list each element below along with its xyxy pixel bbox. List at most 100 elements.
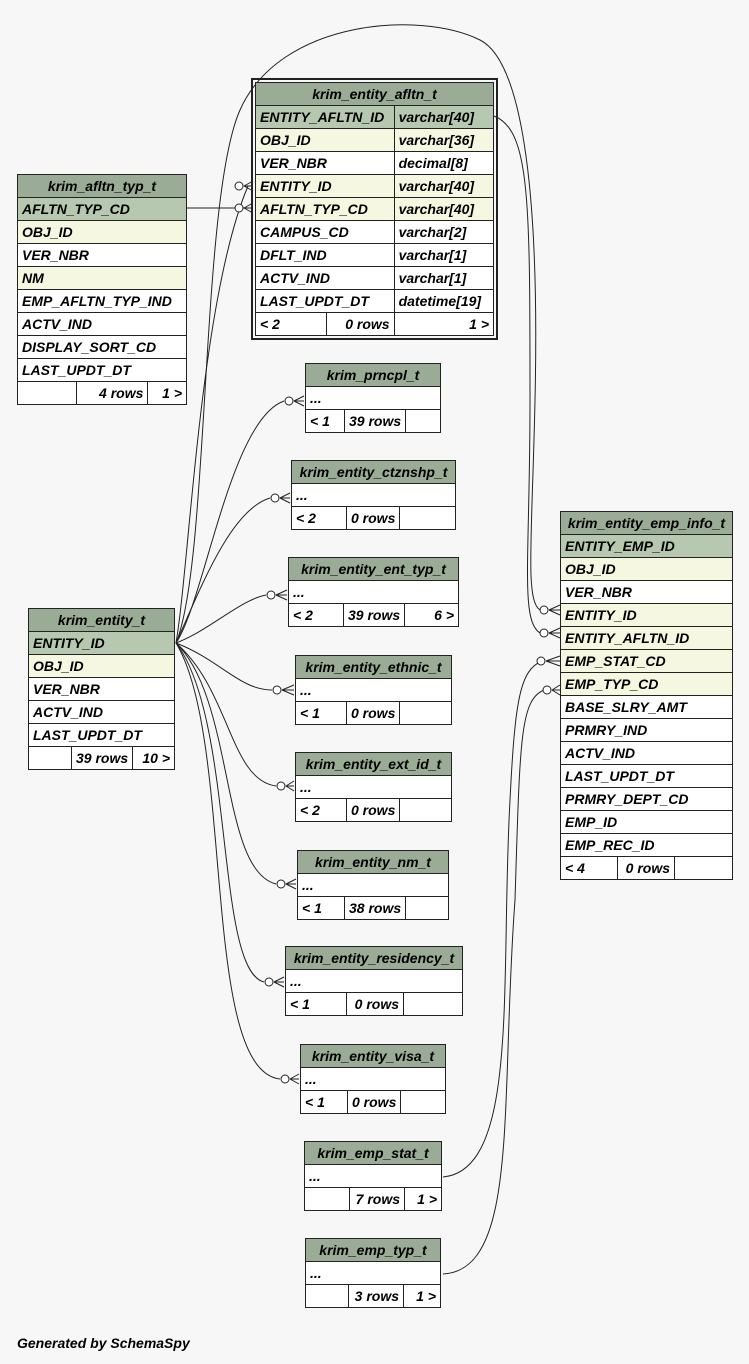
table-title[interactable]: krim_entity_ext_id_t <box>295 752 452 776</box>
collapsed-columns: ... <box>304 1164 442 1188</box>
column-name: EMP_AFLTN_TYP_IND <box>17 289 187 313</box>
collapsed-columns: ... <box>285 969 463 993</box>
edge-entity-to-ext-id <box>175 642 277 787</box>
children-link[interactable]: 1 > <box>393 312 495 336</box>
row-count: 38 rows <box>343 896 407 920</box>
table-title[interactable]: krim_entity_ctznshp_t <box>291 460 456 484</box>
parents-link[interactable]: < 2 <box>288 603 344 627</box>
parents-link[interactable]: < 1 <box>285 992 347 1016</box>
children-link[interactable] <box>403 992 463 1016</box>
collapsed-columns: ... <box>297 873 449 897</box>
parents-link[interactable]: < 1 <box>300 1090 348 1114</box>
table-title[interactable]: krim_emp_typ_t <box>305 1238 441 1262</box>
generated-by-footer[interactable]: Generated by SchemaSpy <box>17 1335 190 1351</box>
table-krim-entity-residency-t[interactable]: krim_entity_residency_t ... < 1 0 rows <box>285 946 463 1016</box>
table-title[interactable]: krim_prncpl_t <box>305 363 441 387</box>
children-link[interactable]: 10 > <box>132 746 175 770</box>
column-name: EMP_STAT_CD <box>560 649 733 673</box>
column-type: decimal[8] <box>393 151 495 175</box>
column-name: VER_NBR <box>560 580 733 604</box>
parents-link[interactable] <box>305 1284 349 1308</box>
parents-link[interactable]: < 2 <box>295 798 347 822</box>
endpoint-circle <box>234 181 244 191</box>
children-link[interactable]: 1 > <box>404 1187 442 1211</box>
column-type: datetime[19] <box>393 289 495 313</box>
column-name: EMP_REC_ID <box>560 833 733 857</box>
children-link[interactable] <box>405 896 449 920</box>
table-title[interactable]: krim_afltn_typ_t <box>17 174 187 198</box>
row-count: 3 rows <box>348 1284 404 1308</box>
table-title[interactable]: krim_entity_residency_t <box>285 946 463 970</box>
parents-link[interactable]: < 1 <box>297 896 345 920</box>
children-link[interactable] <box>399 798 452 822</box>
table-krim-entity-ctznshp-t[interactable]: krim_entity_ctznshp_t ... < 2 0 rows <box>291 460 456 530</box>
column-name: AFLTN_TYP_CD <box>17 197 187 221</box>
table-title[interactable]: krim_emp_stat_t <box>304 1141 442 1165</box>
endpoint-circle <box>270 493 280 503</box>
table-title[interactable]: krim_entity_ent_typ_t <box>288 557 459 581</box>
table-krim-entity-ext-id-t[interactable]: krim_entity_ext_id_t ... < 2 0 rows <box>295 752 452 822</box>
row-count: 39 rows <box>342 603 406 627</box>
endpoint-circle <box>284 396 294 406</box>
column-name: PRMRY_DEPT_CD <box>560 787 733 811</box>
table-title[interactable]: krim_entity_ethnic_t <box>295 655 452 679</box>
table-title[interactable]: krim_entity_t <box>28 608 175 632</box>
table-krim-entity-ent-typ-t[interactable]: krim_entity_ent_typ_t ... < 2 39 rows 6 … <box>288 557 459 627</box>
children-link[interactable] <box>405 409 441 433</box>
row-count: 39 rows <box>70 746 134 770</box>
endpoint-circle <box>266 590 276 600</box>
parents-link[interactable] <box>17 381 77 405</box>
table-krim-emp-stat-t[interactable]: krim_emp_stat_t ... 7 rows 1 > <box>304 1141 442 1211</box>
table-krim-prncpl-t[interactable]: krim_prncpl_t ... < 1 39 rows <box>305 363 441 433</box>
table-krim-afltn-typ-t[interactable]: krim_afltn_typ_t AFLTN_TYP_CD OBJ_ID VER… <box>17 174 187 405</box>
table-title[interactable]: krim_entity_nm_t <box>297 850 449 874</box>
column-name: VER_NBR <box>17 243 187 267</box>
edge-afltn-to-emp-info <box>493 115 541 634</box>
table-title[interactable]: krim_entity_afltn_t <box>255 82 494 106</box>
column-type: varchar[1] <box>393 266 495 290</box>
column-name: EMP_TYP_CD <box>560 672 733 696</box>
children-link[interactable] <box>400 1090 446 1114</box>
edge-emp-stat-to-emp-info <box>442 660 543 1178</box>
table-krim-entity-t[interactable]: krim_entity_t ENTITY_ID OBJ_ID VER_NBR A… <box>28 608 175 770</box>
table-title[interactable]: krim_entity_emp_info_t <box>560 511 733 535</box>
column-type: varchar[40] <box>393 174 495 198</box>
column-name: ENTITY_EMP_ID <box>560 534 733 558</box>
endpoint-circle <box>280 1074 290 1084</box>
children-link[interactable]: 1 > <box>147 381 187 405</box>
table-krim-entity-emp-info-t[interactable]: krim_entity_emp_info_t ENTITY_EMP_ID OBJ… <box>560 511 733 880</box>
collapsed-columns: ... <box>305 386 441 410</box>
column-type: varchar[2] <box>393 220 495 244</box>
collapsed-columns: ... <box>291 483 456 507</box>
children-link[interactable] <box>399 506 456 530</box>
edge-entity-to-nm <box>175 642 277 885</box>
table-krim-emp-typ-t[interactable]: krim_emp_typ_t ... 3 rows 1 > <box>305 1238 441 1308</box>
children-link[interactable] <box>399 701 452 725</box>
row-count: 0 rows <box>345 701 401 725</box>
children-link[interactable]: 6 > <box>404 603 459 627</box>
children-link[interactable] <box>674 856 733 880</box>
column-type: varchar[1] <box>393 243 495 267</box>
children-link[interactable]: 1 > <box>403 1284 441 1308</box>
parents-link[interactable]: < 1 <box>305 409 345 433</box>
table-krim-entity-visa-t[interactable]: krim_entity_visa_t ... < 1 0 rows <box>300 1044 446 1114</box>
column-name: LAST_UPDT_DT <box>255 289 395 313</box>
collapsed-columns: ... <box>295 775 452 799</box>
parents-link[interactable]: < 4 <box>560 856 618 880</box>
table-title[interactable]: krim_entity_visa_t <box>300 1044 446 1068</box>
parents-link[interactable] <box>28 746 72 770</box>
row-count: 0 rows <box>345 798 401 822</box>
column-name: OBJ_ID <box>255 128 395 152</box>
parents-link[interactable]: < 2 <box>255 312 327 336</box>
column-name: ACTV_IND <box>255 266 395 290</box>
parents-link[interactable]: < 1 <box>295 701 347 725</box>
collapsed-columns: ... <box>288 580 459 604</box>
table-krim-entity-ethnic-t[interactable]: krim_entity_ethnic_t ... < 1 0 rows <box>295 655 452 725</box>
parents-link[interactable]: < 2 <box>291 506 347 530</box>
column-name: OBJ_ID <box>28 654 175 678</box>
column-name: ACTV_IND <box>17 312 187 336</box>
edge-entity-to-ctznshp <box>175 497 271 644</box>
table-krim-entity-nm-t[interactable]: krim_entity_nm_t ... < 1 38 rows <box>297 850 449 920</box>
parents-link[interactable] <box>304 1187 350 1211</box>
